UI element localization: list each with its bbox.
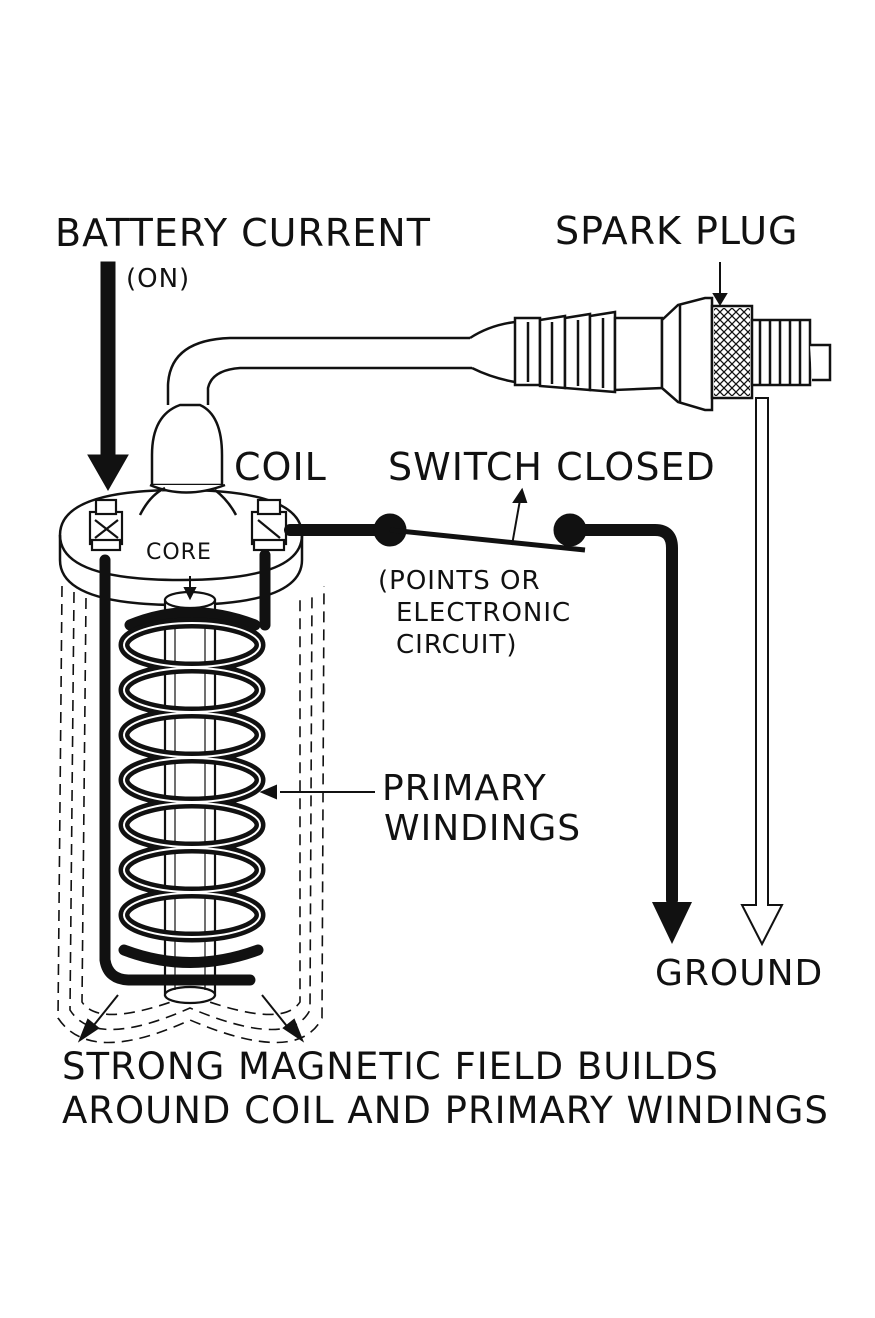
secondary-ground-wire [740, 397, 784, 947]
primary-circuit-wire [284, 524, 678, 906]
spark-plug-boot [513, 310, 664, 394]
ground-label: GROUND [655, 953, 824, 994]
field-arrows [77, 994, 305, 1043]
caption-line2: AROUND COIL AND PRIMARY WINDINGS [62, 1089, 829, 1132]
coil-label: COIL [234, 445, 327, 489]
caption-line1: STRONG MAGNETIC FIELD BUILDS [62, 1045, 719, 1088]
switch-contacts [373, 513, 587, 553]
ground-arrow-primary [652, 902, 692, 944]
winding-highlights [123, 622, 261, 938]
battery-current-label: BATTERY CURRENT [55, 211, 431, 255]
battery-current-arrow [87, 261, 129, 492]
core-label: CORE [146, 540, 212, 565]
on-label: (ON) [126, 264, 191, 294]
spark-plug-label: SPARK PLUG [555, 209, 799, 253]
spark-plug [660, 296, 832, 412]
switch-closed-label: SWITCH CLOSED [388, 445, 716, 489]
pointer-lines [183, 262, 728, 800]
right-terminal [250, 498, 288, 552]
left-terminal [88, 498, 124, 552]
primary-windings-label-line1: PRIMARY [382, 768, 547, 809]
coil-tower-boot [138, 403, 238, 516]
high-tension-lead [166, 320, 516, 405]
points-label-line1: (POINTS OR [378, 566, 541, 596]
points-label-line2: ELECTRONIC [396, 598, 572, 628]
points-label-line3: CIRCUIT) [396, 630, 518, 660]
primary-windings-label-line2: WINDINGS [384, 808, 582, 849]
